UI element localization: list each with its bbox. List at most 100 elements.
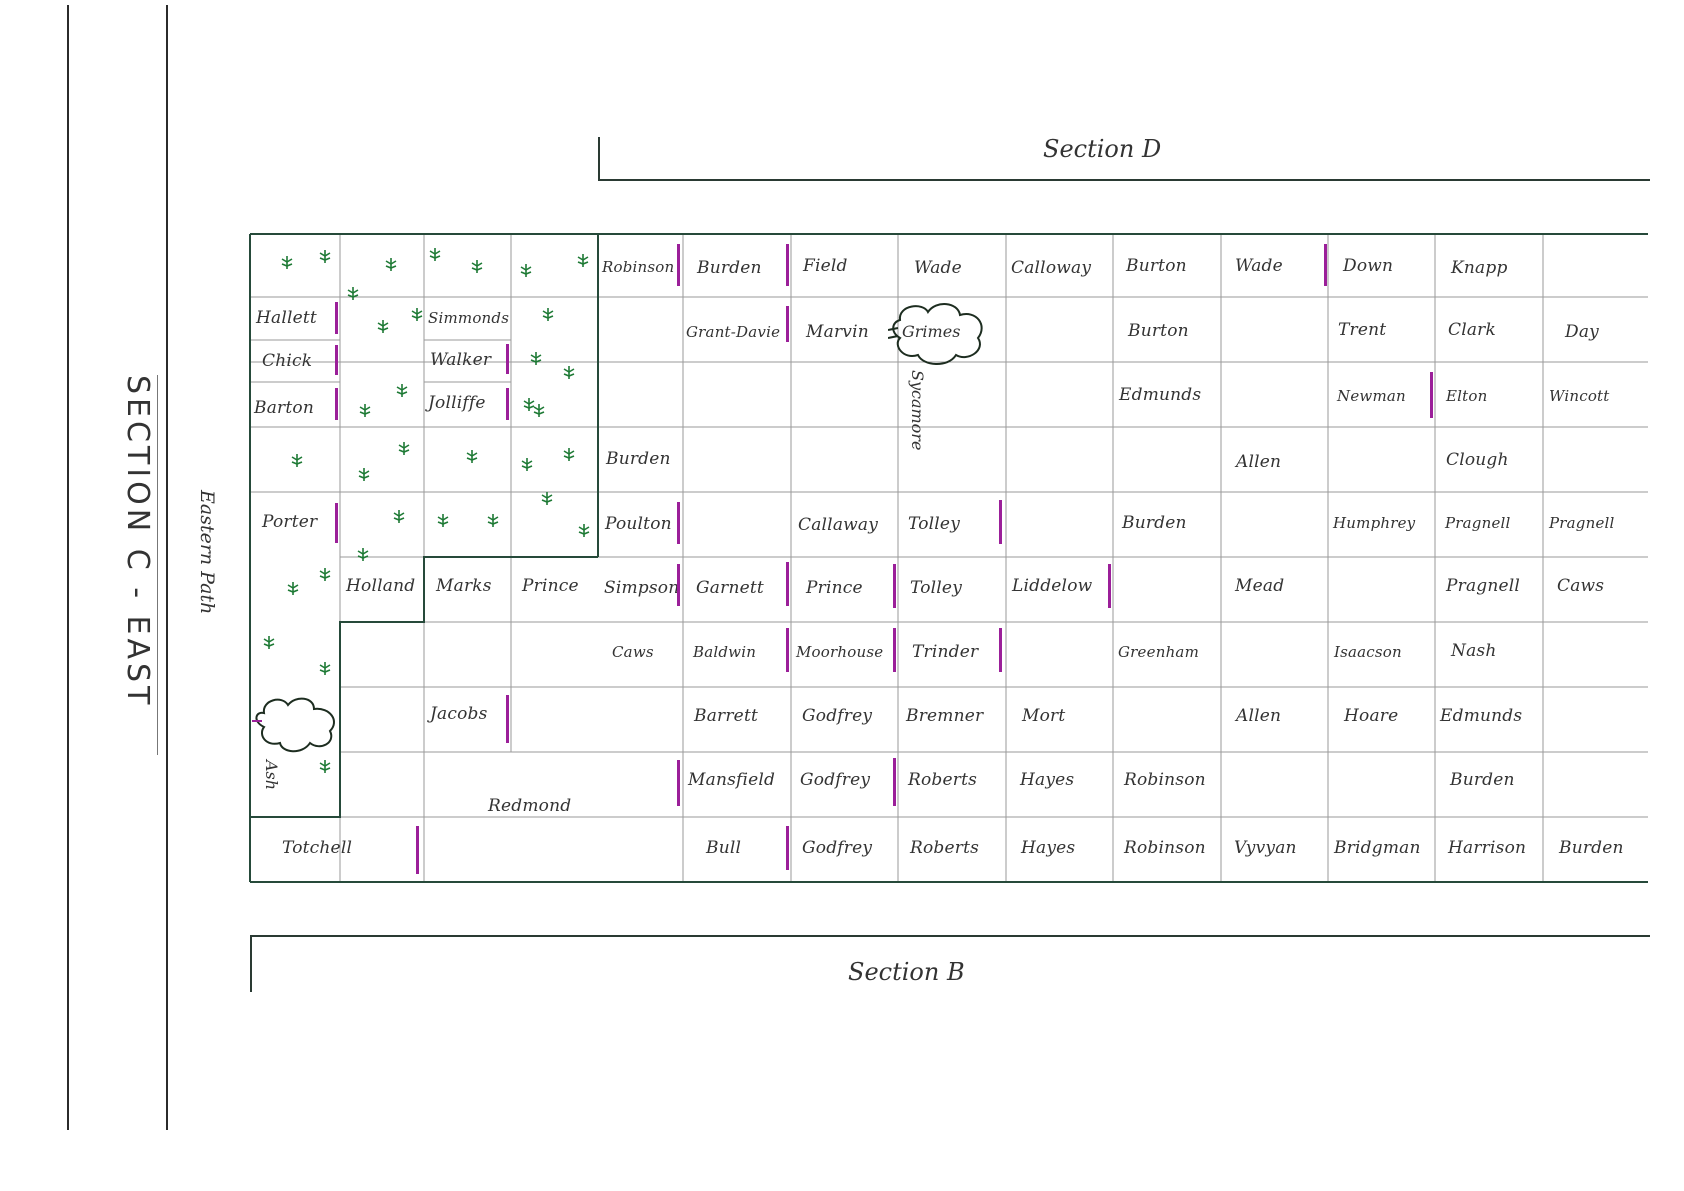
plot-allen: Allen xyxy=(1236,452,1282,472)
plot-vyvyan: Vyvyan xyxy=(1234,838,1297,858)
plot-knapp: Knapp xyxy=(1451,258,1508,278)
plot-elton: Elton xyxy=(1446,387,1488,405)
plot-marker xyxy=(677,502,680,544)
left-margin-line xyxy=(67,5,69,1130)
shrub-icon xyxy=(542,308,554,321)
plot-porter: Porter xyxy=(262,512,318,532)
shrub-icon xyxy=(281,256,293,269)
tree-outline-icon xyxy=(252,697,335,753)
plot-marvin: Marvin xyxy=(806,322,869,342)
plot-burden: Burden xyxy=(697,258,762,278)
plot-tolley: Tolley xyxy=(908,514,960,534)
shrub-icon xyxy=(396,384,408,397)
plot-marker xyxy=(677,760,680,806)
shrub-icon xyxy=(319,250,331,263)
section-b-label: Section B xyxy=(848,958,965,986)
section-d-boundary xyxy=(598,137,1650,181)
plot-marker xyxy=(999,500,1002,544)
shrub-icon xyxy=(393,510,405,523)
plot-prince: Prince xyxy=(522,576,579,596)
plot-robinson: Robinson xyxy=(602,258,675,276)
plot-marker xyxy=(335,503,338,543)
shrub-icon xyxy=(523,398,535,411)
shrub-icon xyxy=(411,308,423,321)
plot-roberts: Roberts xyxy=(908,770,978,790)
plot-edmunds: Edmunds xyxy=(1119,385,1202,405)
plot-marker xyxy=(786,562,789,606)
plot-greenham: Greenham xyxy=(1118,643,1199,661)
plot-marker xyxy=(335,345,338,375)
shrub-icon xyxy=(487,514,499,527)
plot-marker xyxy=(1324,244,1327,286)
plot-down: Down xyxy=(1343,256,1394,276)
tree-outline-icon xyxy=(888,303,983,365)
plot-poulton: Poulton xyxy=(605,514,672,534)
shrub-icon xyxy=(319,662,331,675)
plot-bull: Bull xyxy=(706,838,742,858)
shrub-icon xyxy=(359,404,371,417)
plot-pragnell: Pragnell xyxy=(1445,514,1511,532)
plot-marker xyxy=(893,628,896,672)
shrub-icon xyxy=(377,320,389,333)
plot-trinder: Trinder xyxy=(912,642,979,662)
shrub-icon xyxy=(466,450,478,463)
plot-moorhouse: Moorhouse xyxy=(796,643,884,661)
shrub-icon xyxy=(347,287,359,300)
plot-trent: Trent xyxy=(1338,320,1387,340)
plot-redmond: Redmond xyxy=(488,796,572,816)
plot-caws: Caws xyxy=(1557,576,1605,596)
section-b-boundary xyxy=(250,935,1650,992)
section-title: SECTION C - EAST xyxy=(95,375,158,755)
plot-mansfield: Mansfield xyxy=(688,770,776,790)
plot-godfrey: Godfrey xyxy=(802,706,873,726)
plot-burden: Burden xyxy=(1450,770,1515,790)
plot-clough: Clough xyxy=(1446,450,1509,470)
plot-hayes: Hayes xyxy=(1020,770,1075,790)
plot-burden: Burden xyxy=(1122,513,1187,533)
plot-totchell: Totchell xyxy=(282,838,353,858)
plot-pragnell: Pragnell xyxy=(1446,576,1521,596)
plot-day: Day xyxy=(1565,322,1599,342)
shrub-icon xyxy=(578,524,590,537)
plot-jacobs: Jacobs xyxy=(430,704,488,724)
shrub-icon xyxy=(520,264,532,277)
plot-marker xyxy=(1108,564,1111,608)
plot-baldwin: Baldwin xyxy=(693,643,757,661)
plot-burton: Burton xyxy=(1128,321,1189,341)
plot-burton: Burton xyxy=(1126,256,1187,276)
shrub-icon xyxy=(263,636,275,649)
plot-marker xyxy=(677,564,680,606)
plot-field: Field xyxy=(803,256,848,276)
plot-mead: Mead xyxy=(1235,576,1285,596)
plot-marker xyxy=(786,628,789,672)
plot-marks: Marks xyxy=(436,576,492,596)
tree-label-ash: Ash xyxy=(262,760,281,791)
plot-robinson: Robinson xyxy=(1124,770,1206,790)
plot-marker xyxy=(999,628,1002,672)
shrub-icon xyxy=(357,548,369,561)
shrub-icon xyxy=(530,352,542,365)
plot-marker xyxy=(677,244,680,286)
plot-marker xyxy=(786,306,789,342)
plot-burden: Burden xyxy=(606,449,671,469)
plot-caws: Caws xyxy=(612,643,654,661)
shrub-icon xyxy=(319,568,331,581)
tree-label-sycamore: Sycamore xyxy=(908,370,927,451)
plot-tolley: Tolley xyxy=(910,578,962,598)
plot-holland: Holland xyxy=(346,576,416,596)
plot-marker xyxy=(506,695,509,743)
shrub-icon xyxy=(319,760,331,773)
shrub-icon xyxy=(577,254,589,267)
plot-godfrey: Godfrey xyxy=(802,838,873,858)
plot-garnett: Garnett xyxy=(696,578,764,598)
plot-marker xyxy=(335,302,338,334)
plot-marker xyxy=(506,388,509,420)
plot-liddelow: Liddelow xyxy=(1012,576,1093,596)
right-margin-line xyxy=(166,5,168,1130)
plot-isaacson: Isaacson xyxy=(1334,643,1402,661)
shrub-icon xyxy=(563,366,575,379)
plot-harrison: Harrison xyxy=(1448,838,1527,858)
plot-wade: Wade xyxy=(1235,256,1283,276)
plot-pragnell: Pragnell xyxy=(1549,514,1615,532)
